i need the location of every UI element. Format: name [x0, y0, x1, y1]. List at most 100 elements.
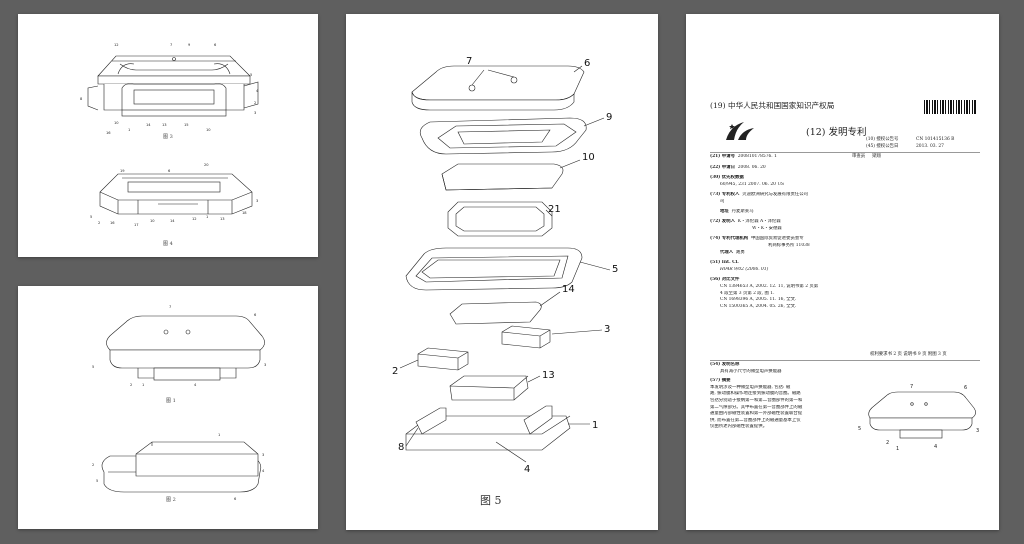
part-9-diaphragm	[419, 117, 587, 155]
fig2-label: 5	[96, 479, 98, 483]
fig1-label: 1	[142, 383, 144, 387]
fig2-exploded-base	[101, 441, 262, 493]
fig2-label: 3	[262, 453, 264, 457]
fig5-leader-lines: 7 6 9 10 21 5 14 3 2 13 8 1 4	[392, 56, 618, 475]
barcode	[924, 100, 976, 114]
fig1-label: 2	[130, 383, 132, 387]
fig3-label: 14	[146, 123, 151, 127]
fig5-label-3: 3	[604, 324, 610, 335]
abstract-line: 第二气隙部分。其中布置在第一音圈部件上的磁	[710, 404, 803, 410]
fig1-label: 5	[92, 365, 94, 369]
fig3-label: 7	[170, 43, 172, 47]
fig1-label: 6	[254, 313, 257, 317]
patent-drawing-sheet-fig5[interactable]: 7 6 9 10 21 5 14 3 2 13 8 1 4 图 5	[346, 14, 658, 530]
thumb-label: 4	[934, 444, 937, 450]
fig4-label: 14	[170, 219, 175, 223]
fig4-label: 16	[110, 221, 115, 225]
fig3-label: 10	[206, 128, 211, 132]
thumb-label: 5	[858, 426, 861, 432]
fig4-label: 2	[98, 221, 100, 225]
fig4-label: 18	[242, 211, 247, 215]
fig1-assembled-transducer	[106, 315, 265, 381]
fig3-label: 9	[188, 43, 191, 47]
section-divider	[710, 360, 980, 361]
field-row: CN 1384653 A, 2002. 12. 11, 说明书第 2 页第	[720, 283, 819, 289]
figure-caption: 图 3	[163, 134, 173, 140]
field-row: 4 段至第 3 页第 2 段, 图 1.	[720, 290, 775, 296]
examiner-name: 梁翔	[872, 154, 881, 159]
abstract-line: 包括分别适于接纳第一和第二音圈部件的第一和	[710, 397, 803, 403]
grant-date: 2013. 03. 27	[916, 144, 944, 149]
thumb-label: 7	[910, 384, 913, 390]
fig4-cutaway	[99, 173, 253, 215]
fig3-label: 16	[106, 131, 111, 135]
patent-drawing-sheet-fig3-fig4[interactable]: 12 7 9 6 5 8 10 16 1 14 13 15 10 4 3 2 1…	[18, 14, 318, 257]
fig5-label-21: 21	[548, 204, 561, 215]
abstract-line: 供, 而布置在第二音圈部件上的磁通量基本上仅	[710, 417, 801, 423]
fig3-label: 15	[184, 123, 189, 127]
fig5-label-6: 6	[584, 58, 590, 69]
figure-caption: 图 5	[480, 494, 502, 507]
fig5-label-10: 10	[582, 152, 595, 163]
abstract-line: 本发明涉及一种微型电声换能器, 包括: 磁	[710, 384, 791, 390]
grant-number-label: (10) 授权公告号	[866, 137, 899, 142]
fig5-label-9: 9	[606, 112, 612, 123]
fig2-label: 1	[218, 433, 220, 437]
fig4-label: 19	[120, 169, 125, 173]
field-row: (73) 专利权人 贝迪欧洲研究与发展有限责任公司	[710, 192, 809, 198]
field-row: 利商标事务所 11038	[768, 242, 810, 248]
field-row: (21) 申请号 200810178576. 1	[710, 154, 777, 159]
patent-drawing-sheet-fig1-fig2[interactable]: 7 6 5 2 1 4 3 1 2 3 4 5 6 图 1 图 2	[18, 286, 318, 529]
fig4-label: 6	[168, 169, 171, 173]
fig5-label-8: 8	[398, 442, 404, 453]
abstract-line: 通量由内部磁性装置和第一外部磁性装置联合提	[710, 411, 803, 417]
invention-title: 具有减小尺寸的微型电声换能器	[720, 368, 782, 374]
fig1-label: 7	[169, 305, 171, 309]
fig3-label: 1	[128, 128, 130, 132]
fig3-label: 8	[80, 97, 83, 101]
fig3-label: 4	[256, 89, 259, 93]
grant-number: CN 101415136 B	[916, 137, 955, 142]
field-row: W・K・安德森	[752, 225, 782, 231]
figure-caption: 图 4	[163, 241, 173, 247]
field-row: (51) Int. Cl.	[710, 260, 739, 266]
fig4-label: 20	[204, 163, 209, 167]
fig1-label: 3	[264, 363, 266, 367]
field-row: (72) 发明人 K・泽伦森 A・泽伦森	[710, 219, 781, 225]
fig4-label: 3	[256, 199, 258, 203]
fig3-fig4-drawing: 12 7 9 6 5 8 10 16 1 14 13 15 10 4 3 2 1…	[80, 43, 259, 227]
part-3-magnet	[501, 325, 551, 349]
fig5-label-14: 14	[562, 284, 575, 295]
fig1-fig2-drawing: 7 6 5 2 1 4 3 1 2 3 4 5 6	[92, 305, 266, 501]
fig3-label: 10	[114, 121, 119, 125]
fig3-label: 5	[250, 73, 252, 77]
document-type-title: (12) 发明专利	[806, 127, 867, 138]
figure-caption: 图 1	[166, 398, 176, 404]
fig3-label: 13	[162, 123, 167, 127]
fig5-label-2: 2	[392, 366, 398, 377]
abstract-figure-thumbnail: 7 6 5 2 1 4 3	[858, 384, 979, 452]
part-6-cover	[411, 65, 585, 111]
bibliographic-fields: (21) 申请号 200810178576. 1 (22) 申请日 2008. …	[710, 154, 852, 310]
fig5-label-5: 5	[612, 264, 618, 275]
field-row: 司	[720, 198, 725, 204]
fig5-label-7: 7	[466, 56, 472, 67]
fig4-label: 1	[206, 215, 208, 219]
field-row: (30) 优先权数据	[710, 175, 744, 181]
thumb-label: 2	[886, 440, 889, 446]
fig1-label: 4	[194, 383, 197, 387]
patent-cover-page[interactable]: (19) 中华人民共和国国家知识产权局 (12) 发明专利 (10) 授权公告号…	[686, 14, 999, 530]
fig3-label: 6	[214, 43, 217, 47]
fig3-label: 3	[254, 111, 256, 115]
field-row: CN 1500365 A, 2004. 05. 26, 全文.	[720, 303, 797, 309]
abstract-line: 仅由所述内部磁性装置提供。	[710, 424, 768, 430]
fig3-cross-section	[87, 55, 259, 117]
fig4-label: 13	[220, 217, 225, 221]
abstract-label: (57) 摘要	[710, 378, 731, 384]
office-header: (19) 中华人民共和国国家知识产权局	[710, 101, 835, 110]
part-13-magnet	[449, 375, 529, 401]
field-row: 代理人 路勇	[720, 249, 745, 255]
header-divider	[710, 152, 980, 153]
fig3-label: 12	[114, 43, 119, 47]
field-row: 地址 丹麦斯莱乌	[720, 208, 754, 214]
